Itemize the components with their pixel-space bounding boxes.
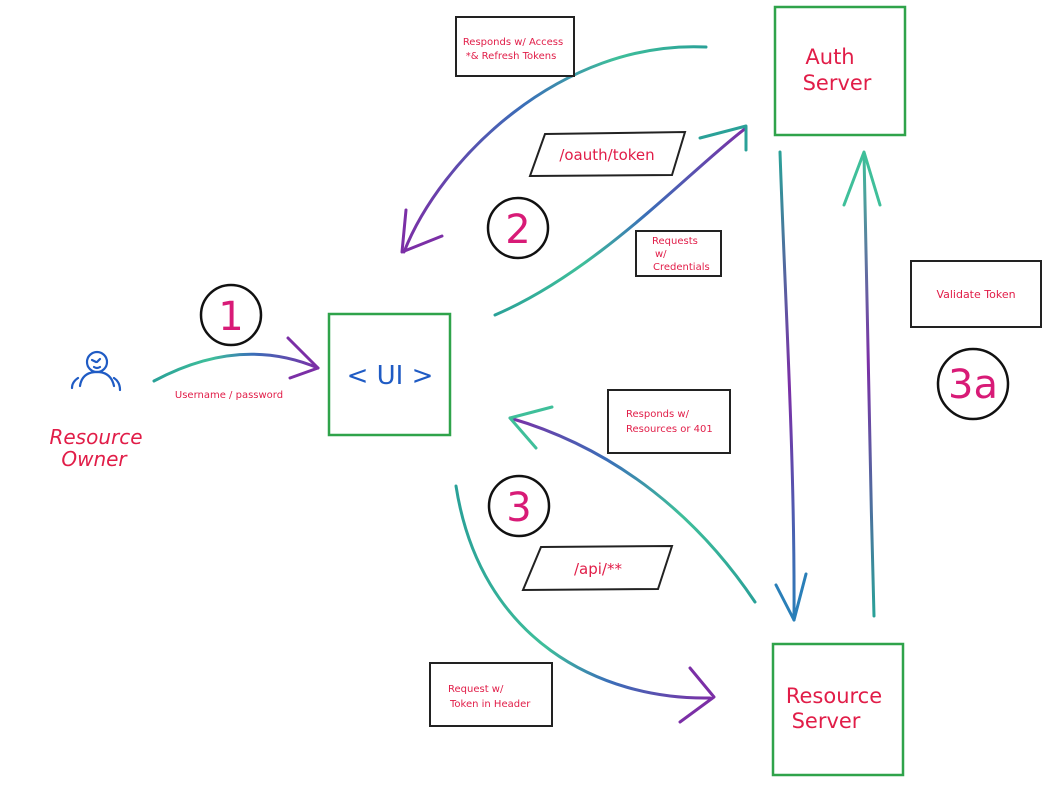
- responds-resources-box: Responds w/ Resources or 401: [607, 389, 731, 454]
- ui-label: < UI >: [347, 361, 434, 391]
- step-1-number: 1: [218, 294, 243, 340]
- request-token-line1: Request w/: [448, 684, 504, 695]
- api-path-box: /api/**: [521, 544, 674, 592]
- arrow-resource-server-to-ui: [508, 405, 757, 604]
- step-2-marker: 2: [486, 196, 550, 260]
- stick-figure-icon: [70, 350, 122, 392]
- ui-node: < UI >: [327, 312, 452, 437]
- step-3-number: 3: [506, 485, 531, 531]
- responds-tokens-line2: *& Refresh Tokens: [466, 51, 557, 62]
- resource-server-node: Resource Server: [771, 642, 905, 777]
- responds-resources-line2: Resources or 401: [626, 424, 713, 435]
- responds-tokens-line1: Responds w/ Access: [463, 37, 563, 48]
- step-2-number: 2: [505, 207, 530, 253]
- auth-server-label-line2: Server: [803, 71, 872, 95]
- step-3-marker: 3: [487, 474, 551, 538]
- auth-server-node: Auth Server: [773, 5, 907, 137]
- step-3a-marker: 3a: [936, 347, 1010, 421]
- request-token-line2: Token in Header: [449, 699, 531, 710]
- resource-owner-label-line2: Owner: [61, 447, 128, 471]
- api-path-label: /api/**: [574, 560, 622, 578]
- validate-token-box: Validate Token: [910, 260, 1042, 328]
- arrow-ui-to-auth-credentials: [493, 124, 748, 317]
- requests-credentials-line1: Requests: [652, 236, 698, 247]
- arrow-resource-server-to-auth: [842, 150, 882, 618]
- requests-credentials-box: Requests w/ Credentials: [635, 230, 722, 277]
- oauth-token-endpoint: /oauth/token: [559, 146, 654, 164]
- responds-resources-line1: Responds w/: [626, 409, 690, 420]
- requests-credentials-line3: Credentials: [653, 262, 710, 273]
- requests-credentials-line2: w/: [655, 249, 667, 260]
- username-password-label: Username / password: [175, 390, 283, 401]
- resource-owner: Resource Owner: [49, 350, 143, 471]
- responds-tokens-box: Responds w/ Access *& Refresh Tokens: [455, 16, 575, 77]
- auth-server-label-line1: Auth: [805, 45, 854, 69]
- oauth-token-endpoint-box: /oauth/token: [528, 130, 687, 178]
- arrow-auth-to-ui-tokens: [400, 45, 708, 254]
- resource-server-label-line2: Server: [792, 709, 861, 733]
- step-1-marker: 1: [199, 283, 263, 347]
- request-token-box: Request w/ Token in Header: [429, 662, 553, 727]
- validate-token-label: Validate Token: [936, 288, 1015, 301]
- resource-server-label-line1: Resource: [786, 684, 882, 708]
- auth-server-box: [773, 5, 907, 137]
- step-3a-number: 3a: [948, 362, 998, 408]
- resource-server-box: [771, 642, 905, 777]
- arrow-owner-to-ui: [152, 336, 320, 383]
- arrow-ui-to-resource-server: [454, 484, 716, 724]
- arrow-auth-to-resource-server: [774, 150, 808, 622]
- resource-owner-label-line1: Resource: [49, 425, 142, 449]
- ui-box: [327, 312, 452, 437]
